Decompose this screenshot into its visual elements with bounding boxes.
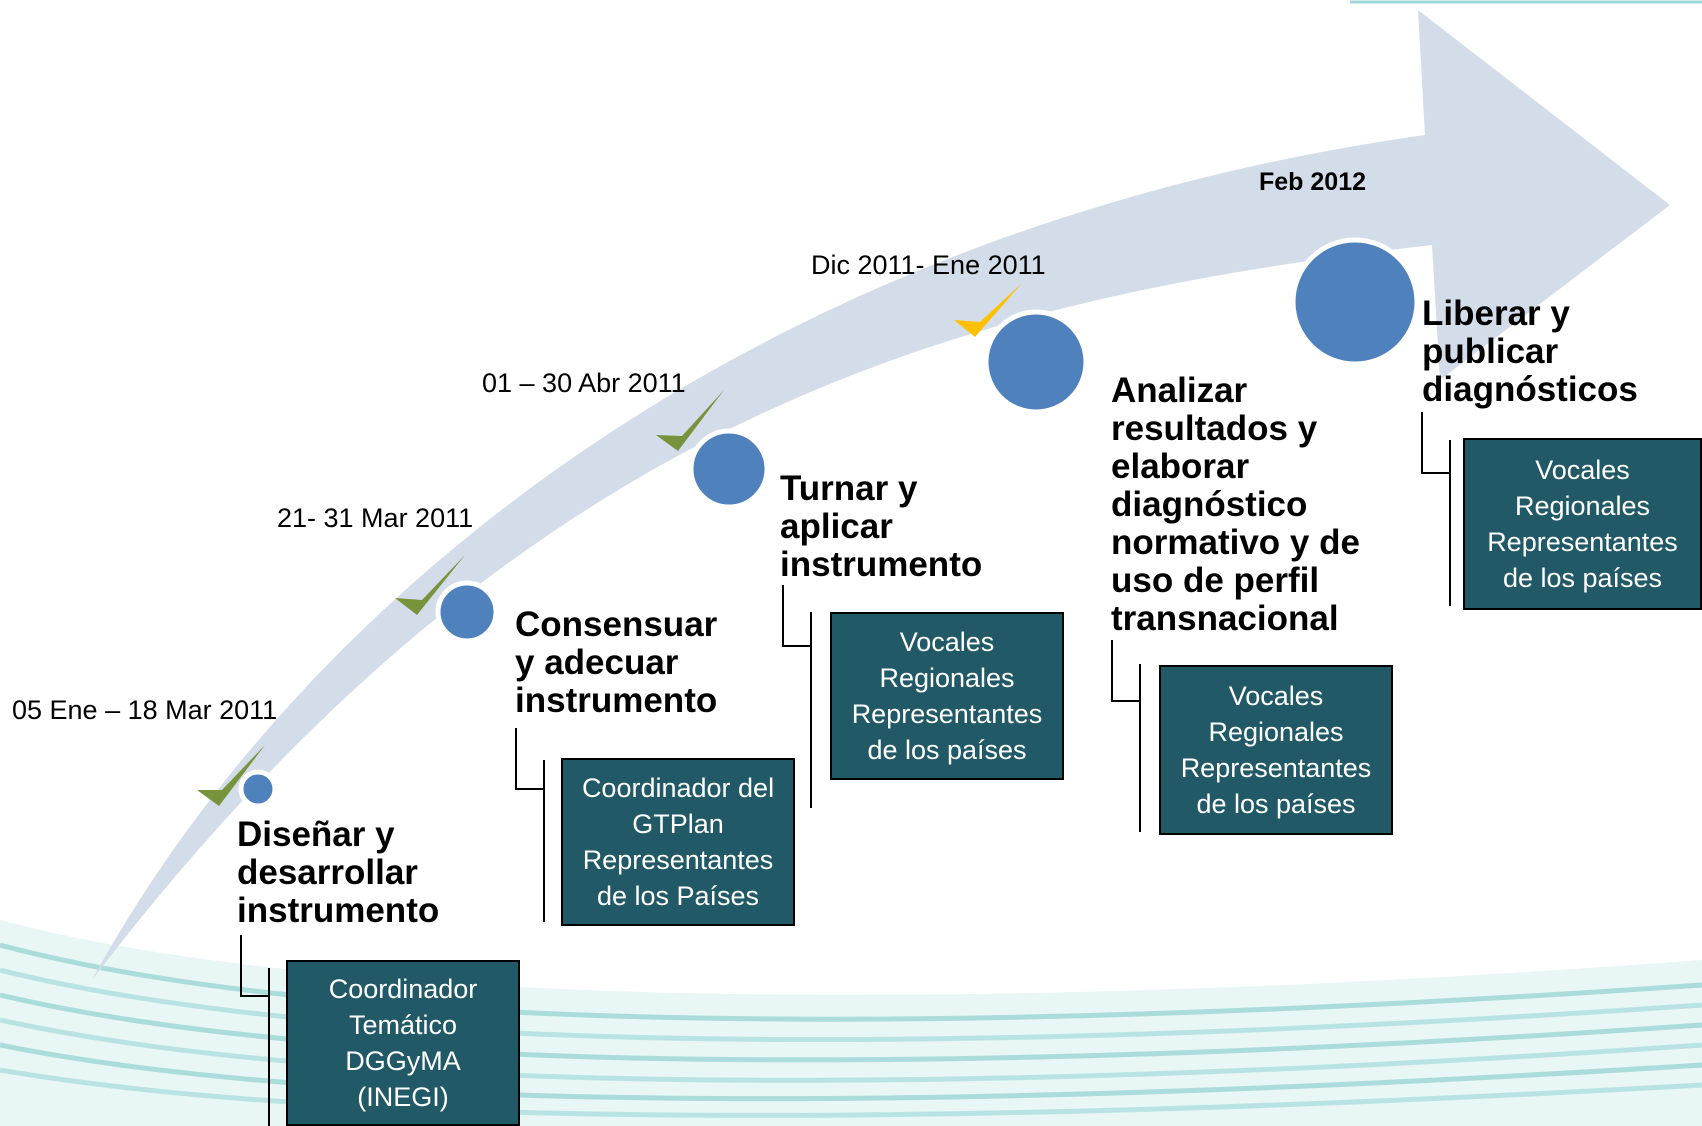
role-line: (INEGI) (357, 1082, 449, 1112)
stage-date: Dic 2011- Ene 2011 (811, 250, 1046, 280)
stage-title: Consensuar y adecuar instrumento (515, 605, 718, 720)
connector (1421, 412, 1423, 472)
role-line: GTPlan (632, 809, 724, 839)
milestone-circle-2 (435, 580, 499, 644)
role-line: Coordinador del (581, 773, 775, 803)
connector (240, 935, 242, 995)
connector (782, 585, 784, 645)
role-line: de los países (1502, 563, 1663, 593)
connector (1111, 700, 1141, 702)
role-line: Coordinador (328, 974, 478, 1004)
connector (515, 788, 545, 790)
stage-title: Liberar y publicar diagnósticos (1422, 294, 1638, 409)
role-box: Coordinador Temático DGGyMA (INEGI) (286, 960, 520, 1126)
milestone-circle-3 (688, 428, 770, 510)
role-line: Vocales (899, 627, 995, 657)
role-line: Temático (348, 1010, 458, 1040)
connector (1111, 640, 1113, 700)
connector (1139, 664, 1141, 832)
role-line: DGGyMA (345, 1046, 461, 1076)
connector (543, 760, 545, 922)
stage-date: 21- 31 Mar 2011 (277, 503, 474, 533)
role-line: Regionales (879, 663, 1015, 693)
role-line: Vocales (1535, 455, 1630, 485)
milestone-circle-1 (238, 769, 278, 809)
connector (1421, 472, 1451, 474)
role-line: Regionales (1514, 491, 1651, 521)
stage-date: Feb 2012 (1259, 168, 1367, 196)
stage-title: Analizar resultados y elaborar diagnósti… (1111, 371, 1360, 638)
role-line: Representantes (851, 699, 1043, 729)
role-box: Coordinador del GTPlan Representantes de… (561, 758, 795, 926)
milestone-circle-4 (983, 309, 1089, 415)
role-box: Vocales Regionales Representantes de los… (1463, 438, 1702, 610)
connector (782, 645, 812, 647)
stage-date: 05 Ene – 18 Mar 2011 (12, 695, 278, 725)
role-line: de los Países (596, 881, 760, 911)
role-line: Representantes (1180, 753, 1372, 783)
connector (240, 995, 270, 997)
connector (810, 612, 812, 808)
milestone-circle-5 (1290, 237, 1420, 367)
stage-title: Turnar y aplicar instrumento (780, 469, 983, 584)
role-box: Vocales Regionales Representantes de los… (830, 612, 1064, 780)
role-line: Vocales (1228, 681, 1324, 711)
check-icon (197, 745, 265, 806)
check-icon (395, 555, 465, 615)
connector (268, 968, 270, 1126)
check-icon (656, 390, 724, 451)
connector (1449, 440, 1451, 606)
stage-date: 01 – 30 Abr 2011 (482, 368, 686, 398)
role-line: de los países (867, 735, 1027, 765)
stage-title: Diseñar y desarrollar instrumento (237, 815, 440, 930)
role-line: Representantes (582, 845, 774, 875)
check-icon (954, 283, 1022, 337)
role-line: Representantes (1487, 527, 1678, 557)
role-line: Regionales (1208, 717, 1344, 747)
connector (515, 728, 517, 788)
role-box: Vocales Regionales Representantes de los… (1159, 665, 1393, 835)
role-line: de los países (1196, 789, 1356, 819)
